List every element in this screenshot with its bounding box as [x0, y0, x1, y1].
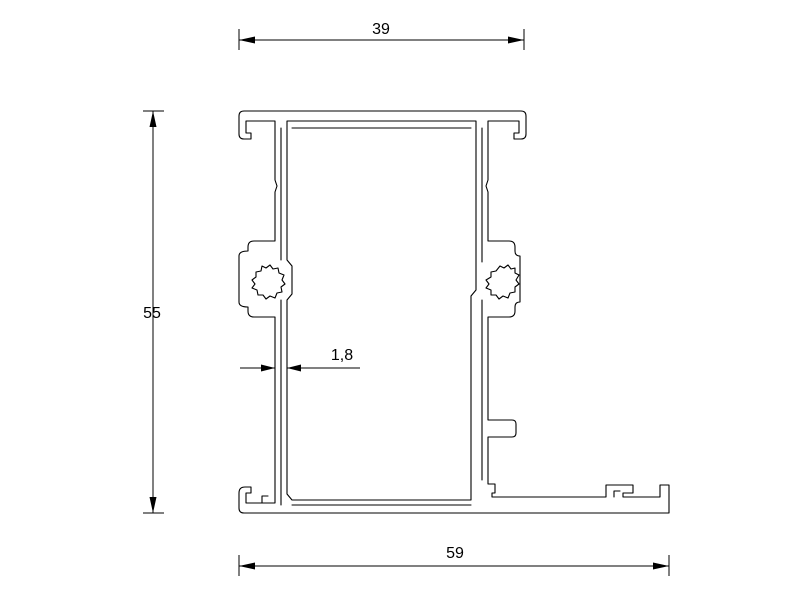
profile-inner-chamber [286, 120, 477, 501]
profile-section [238, 110, 670, 514]
right-screw-port [485, 264, 520, 300]
profile-outer-contour [238, 110, 670, 514]
dimension-height: 55 [143, 110, 164, 514]
dimension-wall-thickness: 1,8 [240, 347, 360, 378]
left-screw-port [251, 264, 286, 300]
dimension-height-label: 55 [143, 305, 161, 322]
dimension-bottom-width: 59 [238, 545, 670, 576]
bottom-right-lip-notch [613, 490, 621, 498]
dimension-top-width: 39 [238, 21, 525, 50]
dimension-bottom-width-label: 59 [446, 545, 464, 562]
bottom-left-hook [261, 495, 269, 504]
dimension-wall-thickness-label: 1,8 [331, 347, 353, 364]
dimension-top-width-label: 39 [372, 21, 390, 38]
